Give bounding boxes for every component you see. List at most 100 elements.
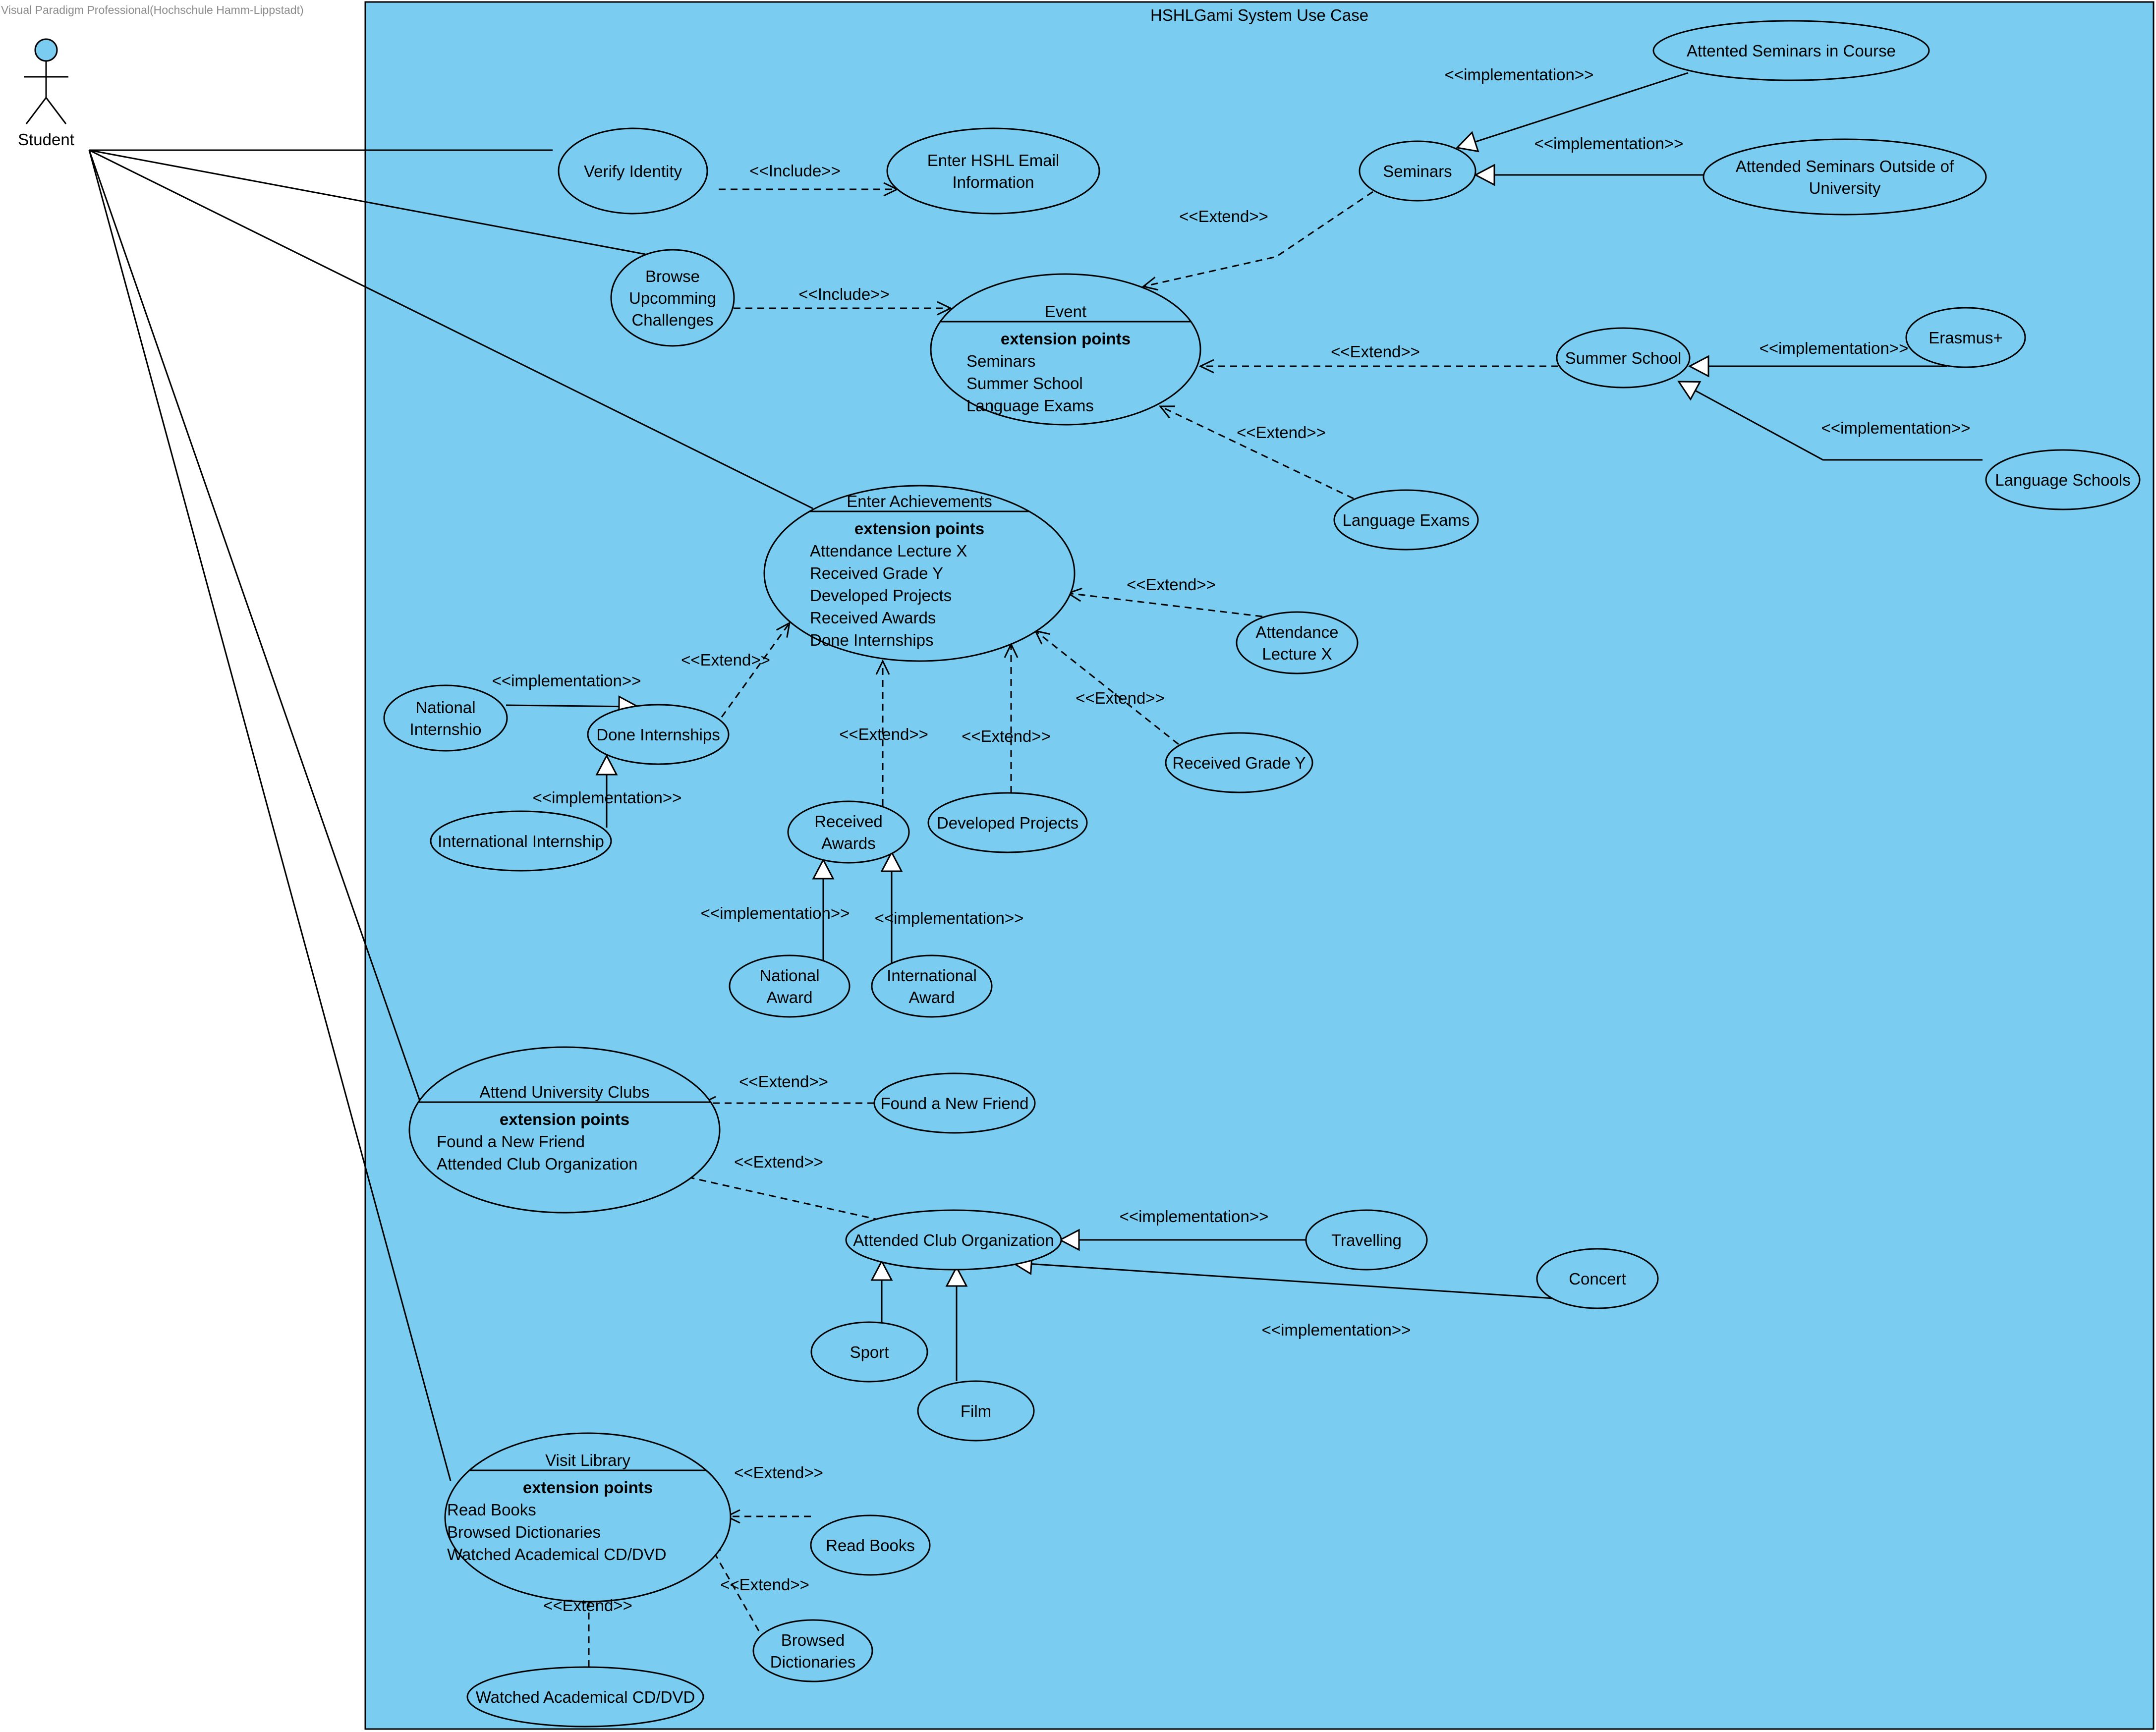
use-case-label: Verify Identity [584, 162, 682, 180]
extension-points-title: extension points [500, 1110, 629, 1128]
use-case-travelling[interactable]: Travelling [1305, 1209, 1428, 1271]
use-case-name: Event [1045, 302, 1086, 321]
implementation-label: <<implementation>> [1821, 419, 1971, 437]
use-case-shape [408, 1046, 721, 1214]
use-case-found-friend[interactable]: Found a New Friend [873, 1072, 1036, 1134]
use-case-received-grade[interactable]: Received Grade Y [1165, 732, 1313, 793]
use-case-label: Awards [821, 834, 875, 852]
use-case-label: Attended Club Organization [853, 1231, 1054, 1249]
actor-student[interactable]: Student [18, 38, 74, 149]
use-case-shape [1333, 489, 1479, 551]
use-case-label: Seminars [1383, 162, 1452, 180]
use-case-label: International [887, 966, 977, 985]
use-case-label: Browsed [781, 1631, 845, 1649]
use-case-shape [729, 954, 851, 1018]
use-case-label: Received Grade Y [1172, 754, 1305, 772]
use-case-shape [430, 810, 612, 872]
use-case-read-books[interactable]: Read Books [810, 1514, 931, 1576]
use-case-shape [587, 704, 730, 765]
use-case-shape [787, 800, 910, 864]
implementation-label: <<implementation>> [875, 909, 1024, 927]
extend-label: <<Extend>> [543, 1596, 632, 1615]
extension-points-title: extension points [523, 1478, 653, 1497]
use-case-name: Attend University Clubs [480, 1083, 650, 1101]
use-case-done-internships[interactable]: Done Internships [587, 704, 730, 765]
use-case-label: Internshio [410, 720, 482, 738]
use-case-name: Enter Achievements [847, 492, 992, 510]
extend-label: <<Extend>> [1331, 342, 1420, 361]
actor-right-leg [45, 97, 67, 124]
extend-label: <<Extend>> [1179, 207, 1268, 225]
use-case-label: Information [952, 173, 1034, 191]
use-case-watched-cd[interactable]: Watched Academical CD/DVD [466, 1666, 704, 1728]
implementation-label: <<implementation>> [701, 904, 850, 922]
use-case-shape [1985, 449, 2141, 510]
use-case-label: Attendance [1256, 623, 1339, 641]
extension-points-title: extension points [854, 519, 984, 538]
extension-point: Received Grade Y [810, 564, 943, 582]
use-case-shape [1652, 20, 1930, 81]
use-case-concert[interactable]: Concert [1536, 1248, 1659, 1309]
use-case-language-exams[interactable]: Language Exams [1333, 489, 1479, 551]
system-title: HSHLGami System Use Case [1150, 6, 1368, 24]
use-case-verify-identity[interactable]: Verify Identity [558, 127, 708, 215]
use-case-shape [383, 684, 508, 752]
use-case-label: Challenges [631, 311, 713, 329]
use-case-label: Sport [850, 1343, 889, 1361]
extend-label: <<Extend>> [720, 1575, 809, 1594]
use-case-label: Summer School [1565, 349, 1682, 367]
extend-label: <<Extend>> [681, 651, 770, 669]
use-case-shape [927, 792, 1088, 853]
use-case-shape [845, 1209, 1062, 1271]
use-case-label: Dictionaries [770, 1653, 855, 1671]
use-case-shape [886, 127, 1100, 215]
extension-point: Done Internships [810, 631, 933, 649]
use-case-label: Enter HSHL Email [927, 151, 1060, 169]
use-case-shape [1556, 327, 1691, 389]
use-case-film[interactable]: Film [917, 1380, 1035, 1442]
use-case-shape [917, 1380, 1035, 1442]
extension-point: Browsed Dictionaries [447, 1523, 601, 1541]
implementation-label: <<implementation>> [533, 788, 682, 807]
use-case-language-schools[interactable]: Language Schools [1985, 449, 2141, 510]
extension-point: Watched Academical CD/DVD [447, 1545, 667, 1564]
relationship-labels: <<Include>><<Include>><<implementation>>… [492, 65, 1971, 1615]
use-case-label: Language Schools [1995, 471, 2130, 489]
use-case-label: Developed Projects [937, 814, 1078, 832]
use-case-shape [558, 127, 708, 215]
use-case-label: Done Internships [596, 726, 720, 744]
use-case-international-internship[interactable]: International Internship [430, 810, 612, 872]
use-case-club-organization[interactable]: Attended Club Organization [845, 1209, 1062, 1271]
use-case-shape [1905, 307, 2026, 368]
implementation-label: <<implementation>> [1534, 134, 1684, 153]
use-case-label: Upcomming [629, 289, 716, 307]
use-case-sport[interactable]: Sport [810, 1321, 928, 1383]
use-case-seminars-in-course[interactable]: Attented Seminars in Course [1652, 20, 1930, 81]
use-case-developed-projects[interactable]: Developed Projects [927, 792, 1088, 853]
implementation-label: <<implementation>> [1445, 65, 1594, 84]
use-case-label: Erasmus+ [1929, 329, 2002, 347]
use-case-summer-school[interactable]: Summer School [1556, 327, 1691, 389]
use-case-shape [1305, 1209, 1428, 1271]
use-case-label: University [1809, 179, 1881, 197]
use-case-label: Award [767, 988, 813, 1006]
use-case-label: Found a New Friend [881, 1094, 1029, 1113]
use-case-shape [466, 1666, 704, 1728]
use-case-seminars[interactable]: Seminars [1359, 140, 1476, 202]
actor-head [34, 38, 58, 62]
use-case-erasmus[interactable]: Erasmus+ [1905, 307, 2026, 368]
